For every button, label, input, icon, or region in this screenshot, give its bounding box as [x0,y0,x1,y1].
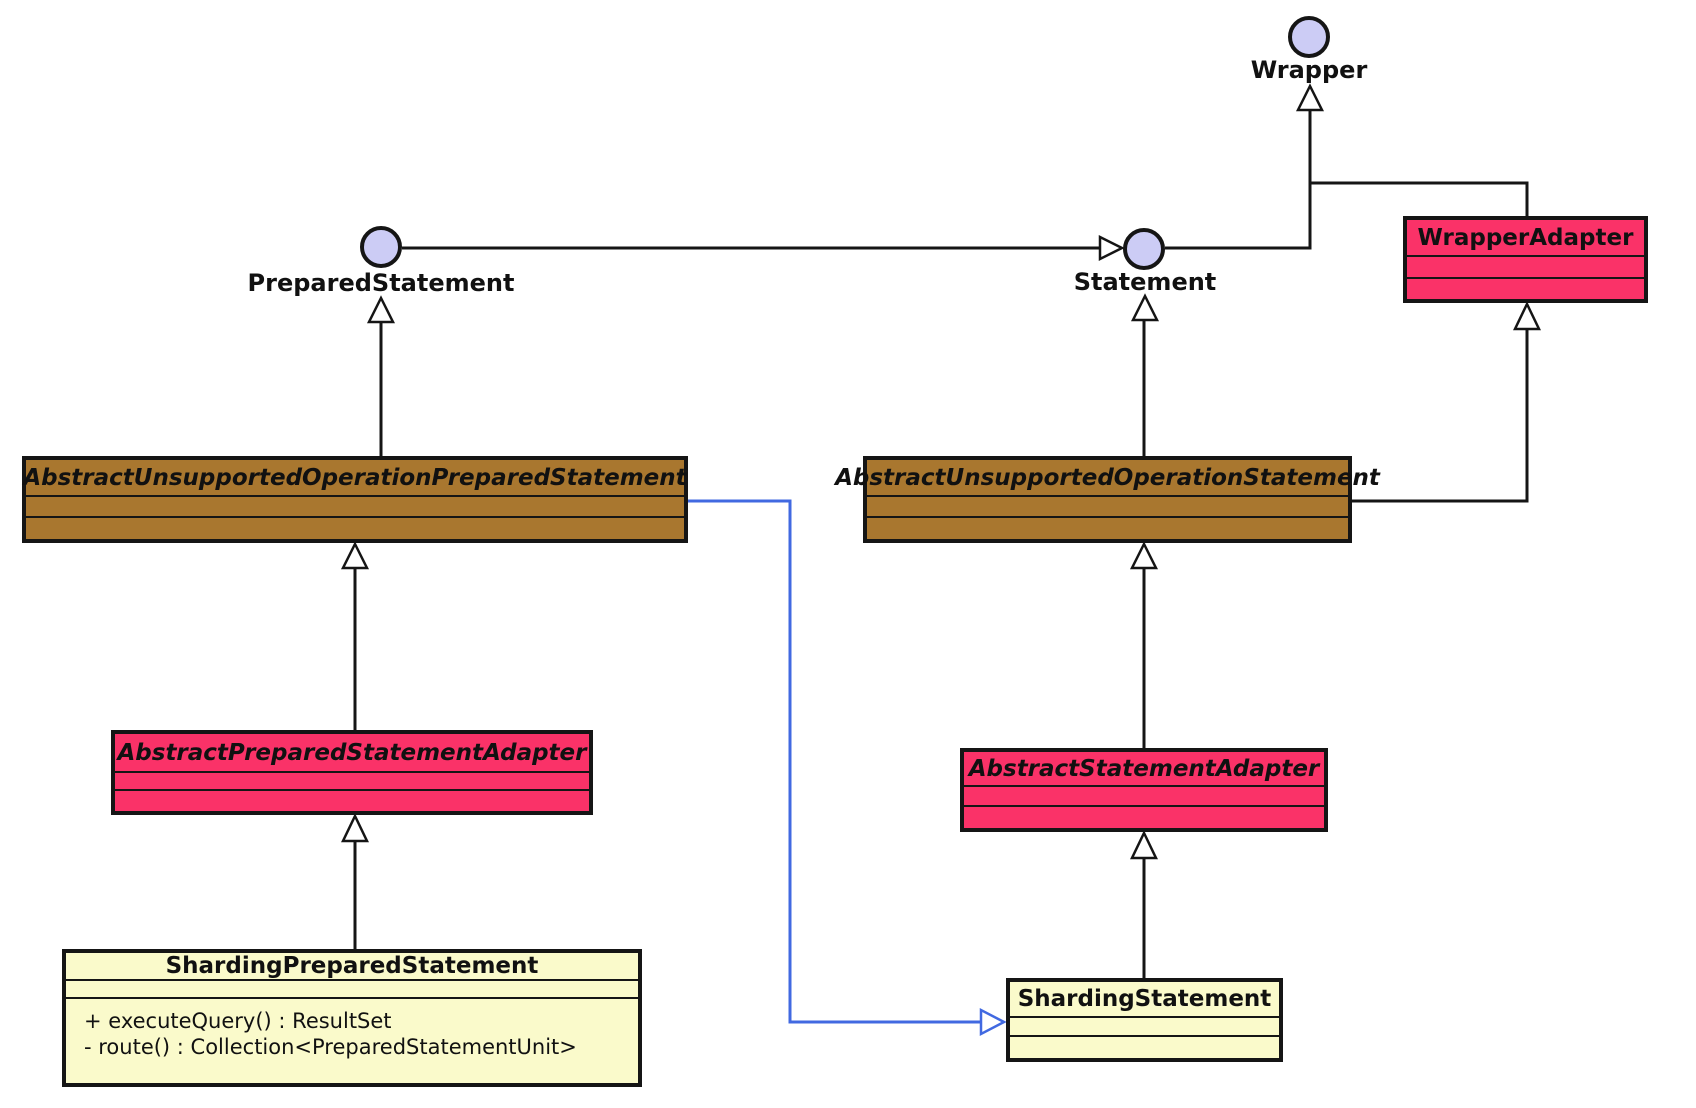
fields-compartment [115,771,589,789]
generalization-arrow-icon [1129,541,1159,570]
method-route: - route() : Collection<PreparedStatement… [84,1035,577,1059]
class-abstract-unsupported-operation-prepared-statement[interactable]: AbstractUnsupportedOperationPreparedStat… [22,456,688,543]
generalization-arrow-icon [1513,301,1541,331]
edge-shardingprepared-abspreparedadapter [341,813,369,949]
class-title: WrapperAdapter [1417,224,1634,251]
class-wrapper-adapter[interactable]: WrapperAdapter [1403,216,1648,303]
generalization-arrow-icon [1130,293,1160,322]
class-abstract-prepared-statement-adapter[interactable]: AbstractPreparedStatementAdapter [111,730,593,815]
edge-abspreparedadapter-absunsupprepared [340,541,370,730]
interface-label-statement: Statement [1073,268,1217,296]
interface-ball-wrapper-icon[interactable] [1288,16,1330,58]
interface-label-wrapper: Wrapper [1250,56,1368,84]
edge-preparedstatement-statement [402,234,1125,262]
fields-compartment [867,495,1348,516]
methods-compartment [964,805,1324,828]
methods-compartment [1010,1035,1279,1058]
generalization-arrow-icon [1130,830,1158,860]
fields-compartment [964,785,1324,805]
edge-blue-absunsupprepared-shardingstatement [688,499,1007,1037]
methods-compartment: + executeQuery() : ResultSet - route() :… [66,997,638,1083]
fields-compartment [1407,255,1644,277]
methods-compartment [26,516,684,539]
fields-compartment [1010,1016,1279,1035]
edge-shardingstatement-absstatementadapter [1130,830,1158,978]
class-title: AbstractStatementAdapter [968,755,1320,782]
class-title: ShardingStatement [1017,986,1272,1012]
interface-label-preparedstatement: PreparedStatement [247,269,515,297]
class-sharding-statement[interactable]: ShardingStatement [1006,978,1283,1062]
generalization-arrow-icon [979,1007,1007,1037]
class-sharding-prepared-statement[interactable]: ShardingPreparedStatement + executeQuery… [62,949,642,1087]
class-title: AbstractPreparedStatementAdapter [117,739,587,766]
generalization-arrow-icon [366,295,396,324]
edge-statement-wrapper [1165,83,1325,250]
edge-absunsuppstatement-statement [1130,293,1160,456]
fields-compartment [66,979,638,997]
interface-ball-preparedstatement-icon[interactable] [360,226,402,268]
fields-compartment [26,495,684,516]
edge-absstatementadapter-absunsuppstatement [1129,541,1159,748]
edge-absunsuppstatement-wrapperadapter [1352,301,1541,503]
class-title: ShardingPreparedStatement [165,953,539,979]
methods-compartment [867,516,1348,539]
class-abstract-statement-adapter[interactable]: AbstractStatementAdapter [960,748,1328,832]
generalization-arrow-icon [340,541,370,570]
class-title: AbstractUnsupportedOperationPreparedStat… [23,464,687,491]
generalization-arrow-icon [341,813,369,843]
method-execute-query: + executeQuery() : ResultSet [84,1009,392,1033]
methods-compartment [1407,277,1644,299]
class-abstract-unsupported-operation-statement[interactable]: AbstractUnsupportedOperationStatement [835,456,1380,543]
methods-compartment [115,789,589,811]
edge-wrapperadapter-wrapper [1310,181,1529,216]
edge-absunsupprepared-preparedstatement [366,295,396,456]
generalization-arrow-icon [1295,83,1325,112]
interface-ball-statement-icon[interactable] [1123,228,1165,270]
generalization-arrow-icon [1098,234,1125,262]
class-title: AbstractUnsupportedOperationStatement [835,464,1380,491]
